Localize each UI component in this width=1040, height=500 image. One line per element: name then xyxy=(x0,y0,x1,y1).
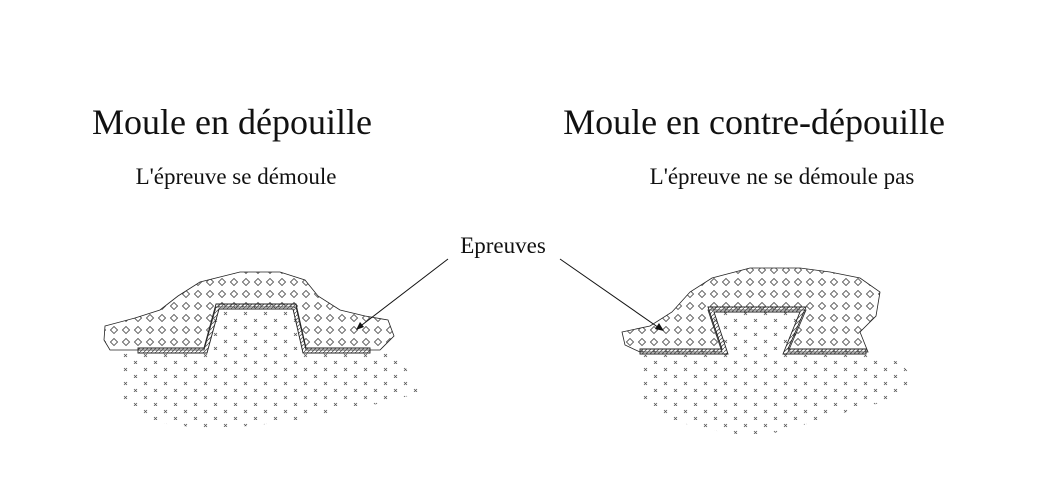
epreuves-label: Epreuves xyxy=(460,233,546,258)
draft-cast-layer xyxy=(137,303,371,354)
draft-mould-panel: Moule en dépouille L'épreuve se démoule xyxy=(92,102,420,428)
right-pointer-line xyxy=(559,258,663,331)
epreuves-callout: Epreuves xyxy=(356,233,664,331)
undercut-mould-subtitle: L'épreuve ne se démoule pas xyxy=(650,164,915,189)
draft-mould-subtitle: L'épreuve se démoule xyxy=(136,164,337,189)
draft-mould-title: Moule en dépouille xyxy=(92,102,372,142)
undercut-cast-layer xyxy=(639,306,867,355)
undercut-base-material xyxy=(638,310,915,436)
undercut-mould-title: Moule en contre-dépouille xyxy=(563,102,945,142)
left-pointer-line xyxy=(357,258,449,329)
draft-base-material xyxy=(120,307,420,428)
left-pointer-arrowhead xyxy=(356,322,364,330)
undercut-mould-panel: Moule en contre-dépouille L'épreuve ne s… xyxy=(563,102,945,436)
right-pointer-arrowhead xyxy=(655,323,664,331)
